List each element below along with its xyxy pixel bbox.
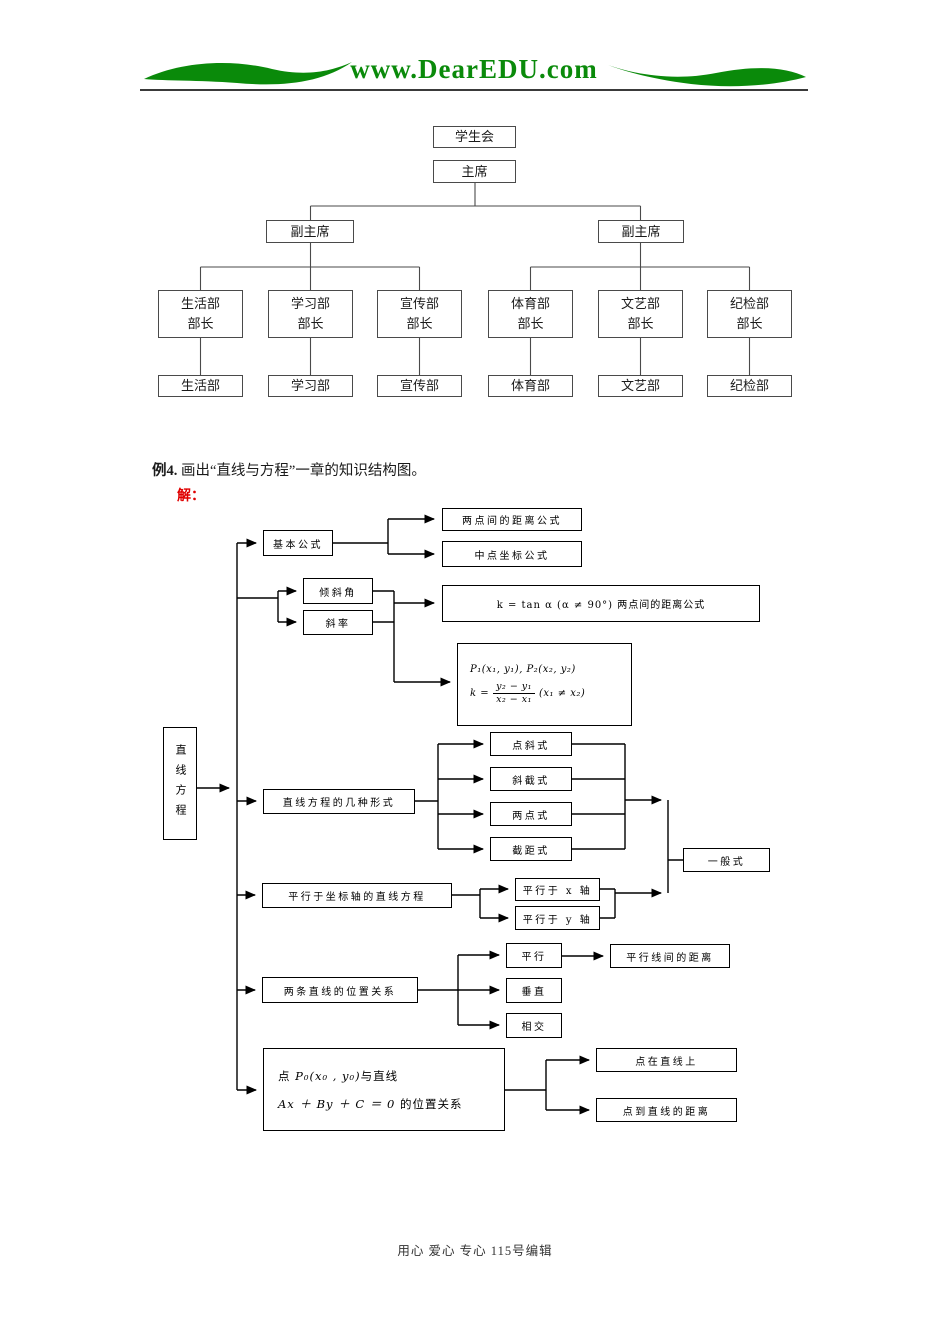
org-box-head-arts: 文艺部 部长 [598, 290, 683, 338]
kchart-point-slope-form-box: 点斜式 [490, 732, 572, 756]
kchart-root-box: 直线方程 [163, 727, 197, 840]
kchart-point-and-line-box: 点 P₀(x₀ , y₀) 与直线 Ax ＋ By ＋ C ＝ 0 的位置关系 [263, 1048, 505, 1131]
kchart-point-to-line-distance-box: 点到直线的距离 [596, 1098, 737, 1122]
kchart-inclination-box: 倾斜角 [303, 578, 373, 604]
org-box-vice-chairman-left: 副主席 [266, 220, 354, 243]
kchart-parallel-box: 平行 [506, 943, 562, 968]
kchart-basic-formulas-box: 基本公式 [263, 530, 333, 556]
org-box-student-union: 学生会 [433, 126, 516, 148]
header-swoosh-right [608, 65, 806, 87]
formula-slope-equation: k = y₂ − y₁ x₂ − x₁ (x₁ ≠ x₂) [470, 680, 586, 706]
org-box-dept-life: 生活部 [158, 375, 243, 397]
example-heading: 例4. 画出“直线与方程”一章的知识结构图。 [152, 459, 426, 480]
header-divider [140, 89, 808, 91]
kchart-two-point-distance-box: 两点间的距离公式 [442, 508, 582, 531]
kchart-parallel-x-axis-box: 平行于 x 轴 [515, 878, 600, 901]
point-line-row1: 点 P₀(x₀ , y₀) 与直线 [278, 1068, 399, 1083]
kchart-two-lines-relation-box: 两条直线的位置关系 [262, 977, 418, 1003]
kchart-parallel-y-axis-box: 平行于 y 轴 [515, 906, 600, 930]
kchart-intercept-form-box: 截距式 [490, 837, 572, 861]
kchart-slope-intercept-form-box: 斜截式 [490, 767, 572, 791]
org-box-head-sports: 体育部 部长 [488, 290, 573, 338]
org-chart-connectors [199, 183, 751, 375]
org-box-dept-arts: 文艺部 [598, 375, 683, 397]
kchart-parallel-distance-box: 平行线间的距离 [610, 944, 730, 968]
site-logo-text: www.DearEDU.com [350, 54, 598, 84]
kchart-slope-box: 斜率 [303, 610, 373, 635]
solution-label: 解： [177, 489, 205, 504]
org-box-dept-discipline: 纪检部 [707, 375, 792, 397]
org-box-head-publicity: 宣传部 部长 [377, 290, 462, 338]
org-box-vice-chairman-right: 副主席 [598, 220, 684, 243]
kchart-point-on-line-box: 点在直线上 [596, 1048, 737, 1072]
knowledge-chart-connectors [197, 514, 683, 1115]
point-line-row2: Ax ＋ By ＋ C ＝ 0 的位置关系 [278, 1096, 463, 1111]
example-text: 画出“直线与方程”一章的知识结构图。 [181, 463, 426, 479]
kchart-two-point-form-box: 两点式 [490, 802, 572, 826]
kchart-slope-formula-box: k = tan α (α ≠ 90°) 两点间的距离公式 [442, 585, 760, 622]
formula-points: P₁(x₁, y₁), P₂(x₂, y₂) [470, 663, 576, 675]
org-box-head-discipline: 纪检部 部长 [707, 290, 792, 338]
org-box-dept-publicity: 宣传部 [377, 375, 462, 397]
org-box-chairman: 主席 [433, 160, 516, 183]
kchart-general-form-box: 一般式 [683, 848, 770, 872]
org-box-dept-study: 学习部 [268, 375, 353, 397]
kchart-intersect-box: 相交 [506, 1013, 562, 1038]
org-box-head-life: 生活部 部长 [158, 290, 243, 338]
example-label: 例4. [152, 463, 178, 479]
page-footer: 用心 爱心 专心 115号编辑 [397, 1244, 553, 1258]
header-swoosh-left [144, 62, 352, 85]
fraction: y₂ − y₁ x₂ − x₁ [493, 681, 535, 706]
kchart-perpendicular-box: 垂直 [506, 978, 562, 1003]
org-box-dept-sports: 体育部 [488, 375, 573, 397]
kchart-midpoint-formula-box: 中点坐标公式 [442, 541, 582, 567]
kchart-parallel-axes-box: 平行于坐标轴的直线方程 [262, 883, 452, 908]
kchart-two-point-slope-box: P₁(x₁, y₁), P₂(x₂, y₂) k = y₂ − y₁ x₂ − … [457, 643, 632, 726]
kchart-equation-forms-box: 直线方程的几种形式 [263, 789, 415, 814]
org-box-head-study: 学习部 部长 [268, 290, 353, 338]
